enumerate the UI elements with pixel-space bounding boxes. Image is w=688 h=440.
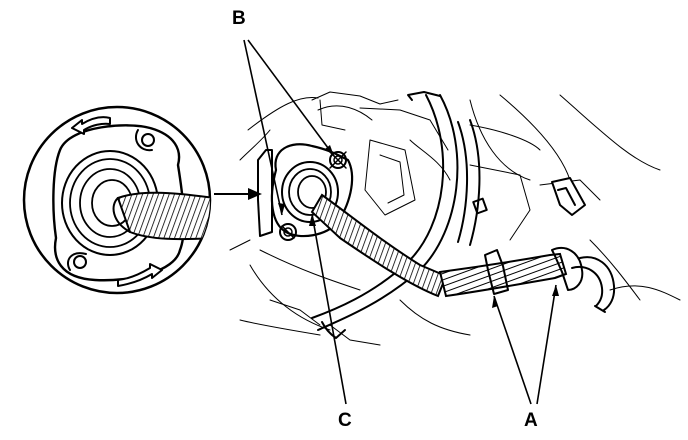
upper-hose — [311, 91, 459, 339]
wire-harness — [438, 247, 616, 313]
callout-b: B — [232, 8, 246, 29]
leader-arrowheads — [278, 145, 559, 308]
callout-a: A — [524, 410, 538, 431]
leader-lines — [243, 39, 557, 405]
inset-harness — [116, 191, 210, 241]
inset-bolt-hole-upper — [141, 133, 155, 147]
engine-background — [229, 91, 681, 346]
detail-inset — [22, 105, 212, 295]
inset-pointer-arrow — [214, 188, 262, 200]
rotate-arrow-upper — [71, 116, 111, 135]
mounting-bracket — [257, 149, 273, 237]
leader-a-2 — [536, 284, 557, 405]
callout-c: C — [338, 410, 352, 431]
inset-flange-plate — [52, 124, 186, 282]
harness-clip — [472, 177, 586, 216]
inset-bolt-hole-lower — [73, 255, 87, 269]
leader-c — [311, 213, 347, 405]
flange-assembly — [270, 143, 448, 298]
right-hose — [457, 119, 481, 246]
leader-a-1 — [493, 295, 532, 405]
flange-bolt-lower — [279, 223, 297, 241]
main-harness-near — [310, 193, 448, 298]
rotate-arrow-lower — [117, 263, 163, 287]
leader-b-2 — [247, 39, 335, 157]
leader-b-1 — [243, 39, 283, 216]
